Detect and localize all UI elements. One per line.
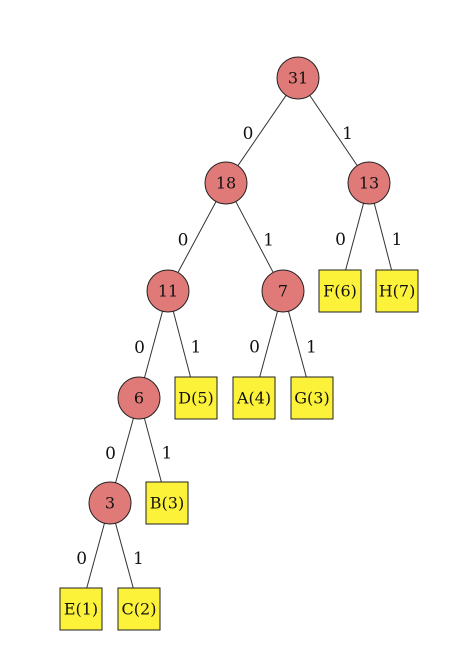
edge-n7-leafA [259, 311, 278, 378]
node-circle [261, 269, 305, 313]
leaf-box [145, 481, 189, 525]
leaf-box [174, 376, 218, 420]
node-label: 3 [105, 494, 115, 513]
node-label: F(6) [323, 282, 357, 301]
edge-label-n11-n6: 0 [134, 338, 145, 358]
edge-n11-leafD [172, 311, 191, 378]
internal-node-n3: 3 [88, 481, 132, 525]
edge-label-n7-leafA: 0 [249, 338, 260, 358]
edge-n18-n11 [177, 201, 217, 273]
edge-label-n6-n3: 0 [105, 444, 116, 464]
leaf-node-leafA: A(4) [232, 376, 276, 420]
edge-label-n6-leafB: 1 [161, 444, 172, 464]
internal-node-n31: 31 [276, 56, 320, 100]
internal-node-n6: 6 [117, 376, 161, 420]
leaf-node-leafG: G(3) [290, 376, 334, 420]
internal-node-n7: 7 [261, 269, 305, 313]
node-label: 31 [288, 69, 308, 88]
node-label: 6 [134, 389, 144, 408]
leaf-box [117, 587, 161, 631]
edge-n11-n6 [144, 311, 163, 378]
internal-node-n13: 13 [347, 161, 391, 205]
edge-label-n31-n18: 0 [243, 124, 254, 144]
edge-label-n18-n11: 0 [178, 231, 189, 251]
edge-n7-leafG [288, 311, 307, 378]
edge-labels-layer: 0 1 0 1 0 1 0 1 0 1 0 1 0 1 [76, 124, 402, 569]
internal-node-n18: 18 [204, 161, 248, 205]
internal-node-n11: 11 [146, 269, 190, 313]
edge-n6-n3 [115, 418, 134, 483]
node-circle [204, 161, 248, 205]
leaf-node-leafB: B(3) [145, 481, 189, 525]
leaf-node-leafD: D(5) [174, 376, 218, 420]
node-circle [276, 56, 320, 100]
edge-n13-leafF [345, 203, 365, 271]
node-label: 18 [216, 174, 236, 193]
edge-label-n3-leafC: 1 [133, 549, 144, 569]
edge-n31-n18 [237, 95, 287, 166]
node-label: D(5) [178, 389, 214, 408]
leaf-box [375, 269, 419, 313]
leaf-box [232, 376, 276, 420]
leaf-node-leafF: F(6) [318, 269, 362, 313]
edge-n18-n7 [235, 201, 274, 273]
node-label: 13 [359, 174, 379, 193]
node-circle [88, 481, 132, 525]
node-label: 11 [158, 282, 178, 301]
node-label: G(3) [294, 389, 329, 408]
leaf-node-leafC: C(2) [117, 587, 161, 631]
edge-n3-leafE [86, 523, 105, 589]
node-label: B(3) [150, 494, 184, 513]
edge-label-n31-n13: 1 [342, 124, 353, 144]
edges-layer [86, 95, 393, 589]
node-circle [117, 376, 161, 420]
edge-label-n13-leafH: 1 [391, 230, 402, 250]
node-circle [146, 269, 190, 313]
leaf-node-leafH: H(7) [375, 269, 419, 313]
node-circle [347, 161, 391, 205]
leaf-box [290, 376, 334, 420]
edge-n6-leafB [143, 418, 162, 483]
edge-n3-leafC [115, 523, 134, 589]
edge-n13-leafH [373, 203, 393, 271]
node-label: H(7) [379, 282, 416, 301]
edge-label-n11-leafD: 1 [190, 338, 201, 358]
edge-label-n13-leafF: 0 [335, 230, 346, 250]
edge-label-n3-leafE: 0 [76, 549, 87, 569]
edge-label-n7-leafG: 1 [306, 338, 317, 358]
edge-label-n18-n7: 1 [263, 231, 274, 251]
edge-n31-n13 [309, 95, 358, 166]
leaf-box [318, 269, 362, 313]
node-label: C(2) [122, 600, 157, 619]
node-label: A(4) [236, 389, 271, 408]
leaf-node-leafE: E(1) [59, 587, 103, 631]
leaf-box [59, 587, 103, 631]
node-label: E(1) [64, 600, 98, 619]
node-label: 7 [278, 282, 288, 301]
